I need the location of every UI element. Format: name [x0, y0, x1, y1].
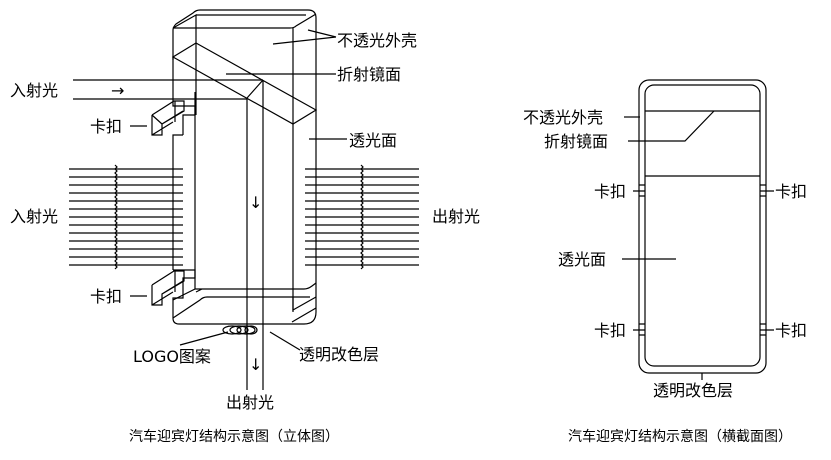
label-refraction-mirror: 折射镜面 [337, 65, 401, 84]
lamp-3d-view: 不透光外壳 折射镜面 入射光 → 卡扣 透光面 入射光 出射光 ↓ 卡扣 LOG… [10, 9, 480, 445]
label-transmissive-surface: 透光面 [349, 131, 397, 150]
label-clip-left-top: 卡扣 [594, 182, 626, 201]
side-outgoing-rays [305, 164, 419, 270]
mirror-diagonal [628, 110, 715, 142]
clip-top-3d [151, 100, 185, 136]
label-color-layer-r: 透明改色层 [653, 381, 733, 400]
light-channel [246, 79, 264, 324]
clip-right-top-r [760, 184, 774, 197]
label-clip-right-bottom: 卡扣 [775, 321, 807, 340]
leader-opaque-shell [272, 29, 337, 45]
lamp-bottom-bevel [172, 92, 317, 323]
outer-shell [638, 79, 767, 374]
label-clip-top: 卡扣 [90, 117, 122, 136]
arrow-down-icon: ↓ [249, 193, 262, 212]
logo-pattern-rings [222, 325, 258, 335]
clip-left-bottom-r [633, 323, 645, 336]
leader-logo [179, 331, 229, 346]
clip-right-bottom-r [760, 323, 774, 336]
label-opaque-shell: 不透光外壳 [337, 31, 417, 50]
clip-bottom-3d [151, 270, 185, 306]
label-refraction-mirror-r: 折射镜面 [544, 132, 608, 151]
clip-left-top-r [633, 184, 645, 197]
arrow-down-icon-bottom: ↓ [249, 355, 262, 374]
label-incident-light-side: 入射光 [10, 207, 58, 226]
lamp-top-bevel [172, 13, 317, 312]
label-clip-right-top: 卡扣 [775, 182, 807, 201]
inner-cavity [644, 84, 761, 367]
side-incident-rays [69, 164, 183, 270]
label-clip-left-bottom: 卡扣 [594, 321, 626, 340]
label-clip-bottom: 卡扣 [90, 287, 122, 306]
label-outgoing-light-bottom: 出射光 [226, 393, 274, 412]
label-color-layer: 透明改色层 [299, 345, 379, 364]
label-outgoing-light-side: 出射光 [432, 207, 480, 226]
label-incident-light-top: 入射光 [10, 81, 58, 100]
label-logo-pattern: LOGO图案 [133, 347, 211, 366]
label-opaque-shell-r: 不透光外壳 [523, 108, 603, 127]
leader-color-layer [269, 331, 301, 351]
wavy-break-line [360, 164, 364, 270]
lamp-cross-section: 不透光外壳 折射镜面 卡扣 卡扣 透光面 卡扣 卡扣 透明改色层 汽车迎宾灯结构… [523, 79, 807, 445]
caption-3d: 汽车迎宾灯结构示意图（立体图） [129, 428, 339, 445]
refraction-mirror-block [171, 42, 318, 125]
arrow-right-icon: → [111, 81, 124, 100]
wavy-break-line [114, 164, 118, 270]
label-transmissive-surface-r: 透光面 [558, 250, 606, 269]
caption-cross-section: 汽车迎宾灯结构示意图（横截面图） [568, 428, 792, 445]
